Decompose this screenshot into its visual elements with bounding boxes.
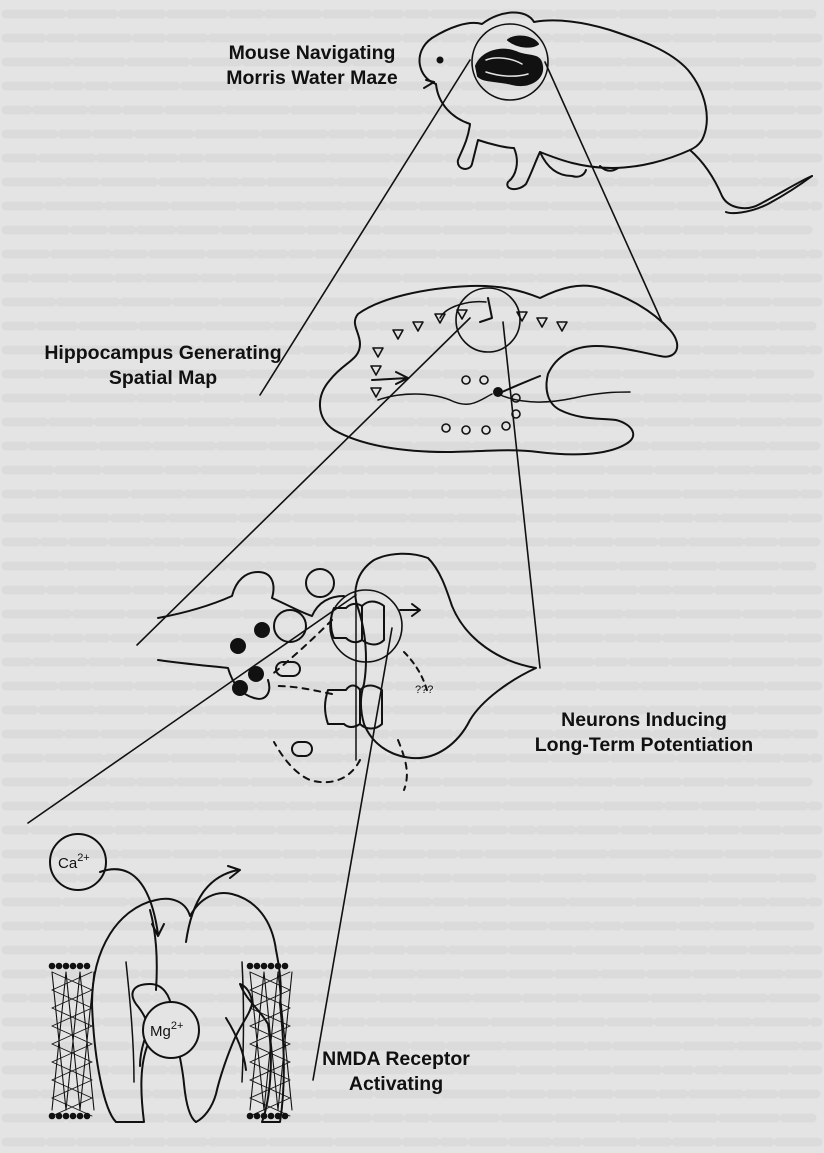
pyramidal-cell-icon — [413, 322, 423, 331]
label-nmda-receptor: NMDA Receptor Activating — [306, 1047, 486, 1097]
pyramidal-cell-icon — [457, 310, 467, 319]
label-mouse-line1: Mouse Navigating — [196, 41, 428, 66]
granule-cell-icon — [442, 424, 450, 432]
pyramidal-cell-icon — [537, 318, 547, 327]
granule-cell-icon — [480, 376, 488, 384]
granule-cell-icon — [512, 394, 520, 402]
label-hippocampus-line1: Hippocampus Generating — [18, 341, 308, 366]
label-hippocampus-generating: Hippocampus Generating Spatial Map — [18, 341, 308, 391]
unknown-signal-annotation: ??? — [415, 684, 433, 696]
granule-cell-icon — [482, 426, 490, 434]
pyramidal-cell-triangles — [371, 310, 567, 397]
label-neurons-line2: Long-Term Potentiation — [518, 733, 770, 758]
granule-cell-icon — [462, 376, 470, 384]
pyramidal-cell-icon — [371, 366, 381, 375]
pyramidal-cell-icon — [393, 330, 403, 339]
label-hippocampus-line2: Spatial Map — [18, 366, 308, 391]
label-mouse-line2: Morris Water Maze — [196, 66, 428, 91]
pyramidal-cell-icon — [373, 348, 383, 357]
label-nmda-line1: NMDA Receptor — [306, 1047, 486, 1072]
label-neurons-line1: Neurons Inducing — [518, 708, 770, 733]
nmda-receptor-channel — [92, 866, 284, 1122]
synapse-outline — [158, 554, 536, 790]
lipid-membrane-left — [49, 963, 94, 1120]
magnesium-ion: Mg2+ — [143, 1002, 199, 1058]
pyramidal-cell-icon — [557, 322, 567, 331]
granule-cell-circles — [442, 376, 520, 434]
granule-cell-icon — [502, 422, 510, 430]
mouse-outline — [420, 12, 812, 213]
calcium-ion: Ca2+ — [50, 834, 106, 890]
label-mouse-navigating: Mouse Navigating Morris Water Maze — [196, 41, 428, 91]
granule-cell-icon — [462, 426, 470, 434]
pyramidal-cell-icon — [517, 312, 527, 321]
pyramidal-cell-icon — [371, 388, 381, 397]
svg-text:Ca2+: Ca2+ — [58, 852, 90, 872]
label-neurons-inducing: Neurons Inducing Long-Term Potentiation — [518, 708, 770, 758]
label-nmda-line2: Activating — [306, 1072, 486, 1097]
zoom-connector-lines — [28, 60, 662, 1080]
